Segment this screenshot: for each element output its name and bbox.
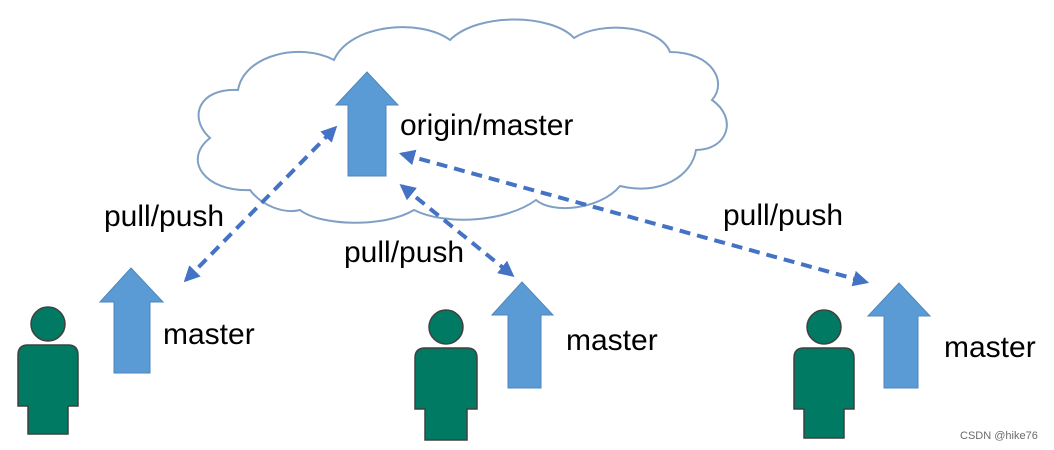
master-label-left: master <box>163 318 255 351</box>
left-branch-up-arrow-icon <box>98 267 165 374</box>
origin-master-label: origin/master <box>400 109 574 142</box>
pull-push-label-middle: pull/push <box>344 236 465 269</box>
pull-push-links <box>183 125 870 287</box>
watermark: CSDN @hike76 <box>960 430 1038 442</box>
person-icon <box>793 309 855 439</box>
person-icon <box>17 306 79 435</box>
dashed-double-arrow-icon <box>398 149 870 287</box>
person-icon <box>414 309 478 441</box>
pull-push-label-right: pull/push <box>723 199 844 232</box>
master-label-middle: master <box>566 324 658 357</box>
middle-branch-up-arrow-icon <box>490 281 555 389</box>
master-label-right: master <box>944 331 1036 364</box>
origin-branch-up-arrow-icon <box>334 71 400 177</box>
right-branch-up-arrow-icon <box>866 282 932 389</box>
pull-push-label-left: pull/push <box>104 200 225 233</box>
